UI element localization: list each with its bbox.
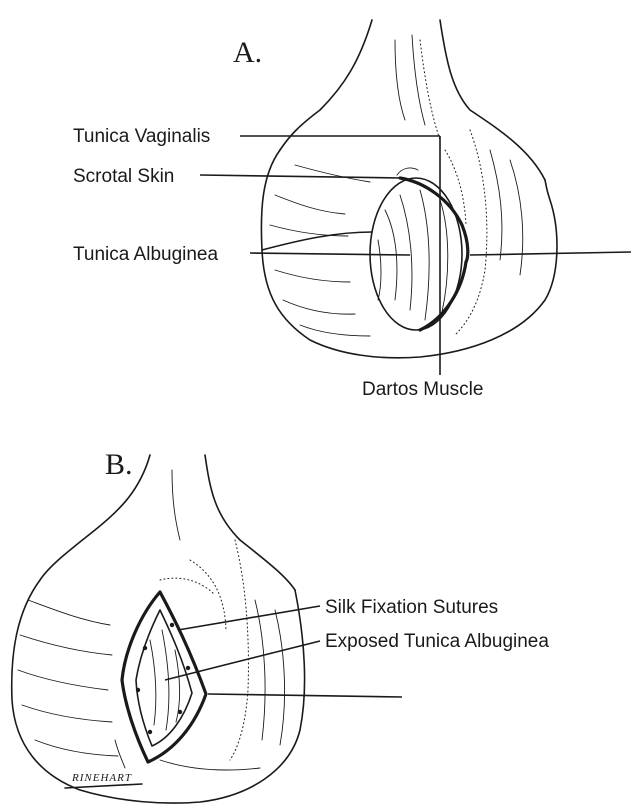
label-tunica-albuginea: Tunica Albuginea xyxy=(73,244,219,265)
retraction-line-a xyxy=(470,252,631,255)
panel-a-letter: A. xyxy=(233,36,262,69)
panel-a: A. xyxy=(73,20,631,400)
panel-a-scrotum-drawing xyxy=(261,20,557,358)
panel-b-incision xyxy=(115,592,206,768)
panel-b: B. xyxy=(12,448,550,803)
signature-underline xyxy=(65,784,142,788)
label-exposed-tunica-albuginea: Exposed Tunica Albuginea xyxy=(325,631,549,652)
artist-signature: RINEHART xyxy=(71,772,132,784)
panel-b-letter: B. xyxy=(105,448,133,481)
leader-tunica-albuginea xyxy=(250,253,410,255)
exposed-tunica-albuginea-shape xyxy=(136,610,192,746)
label-tunica-vaginalis: Tunica Vaginalis xyxy=(73,126,210,147)
label-dartos-muscle: Dartos Muscle xyxy=(362,379,483,400)
leader-silk-fixation-sutures xyxy=(178,606,320,630)
leader-scrotal-skin xyxy=(200,175,402,178)
label-silk-fixation-sutures: Silk Fixation Sutures xyxy=(325,597,498,618)
panel-b-scrotum-drawing xyxy=(12,455,305,803)
label-scrotal-skin: Scrotal Skin xyxy=(73,166,174,187)
panel-a-incision xyxy=(370,168,468,330)
